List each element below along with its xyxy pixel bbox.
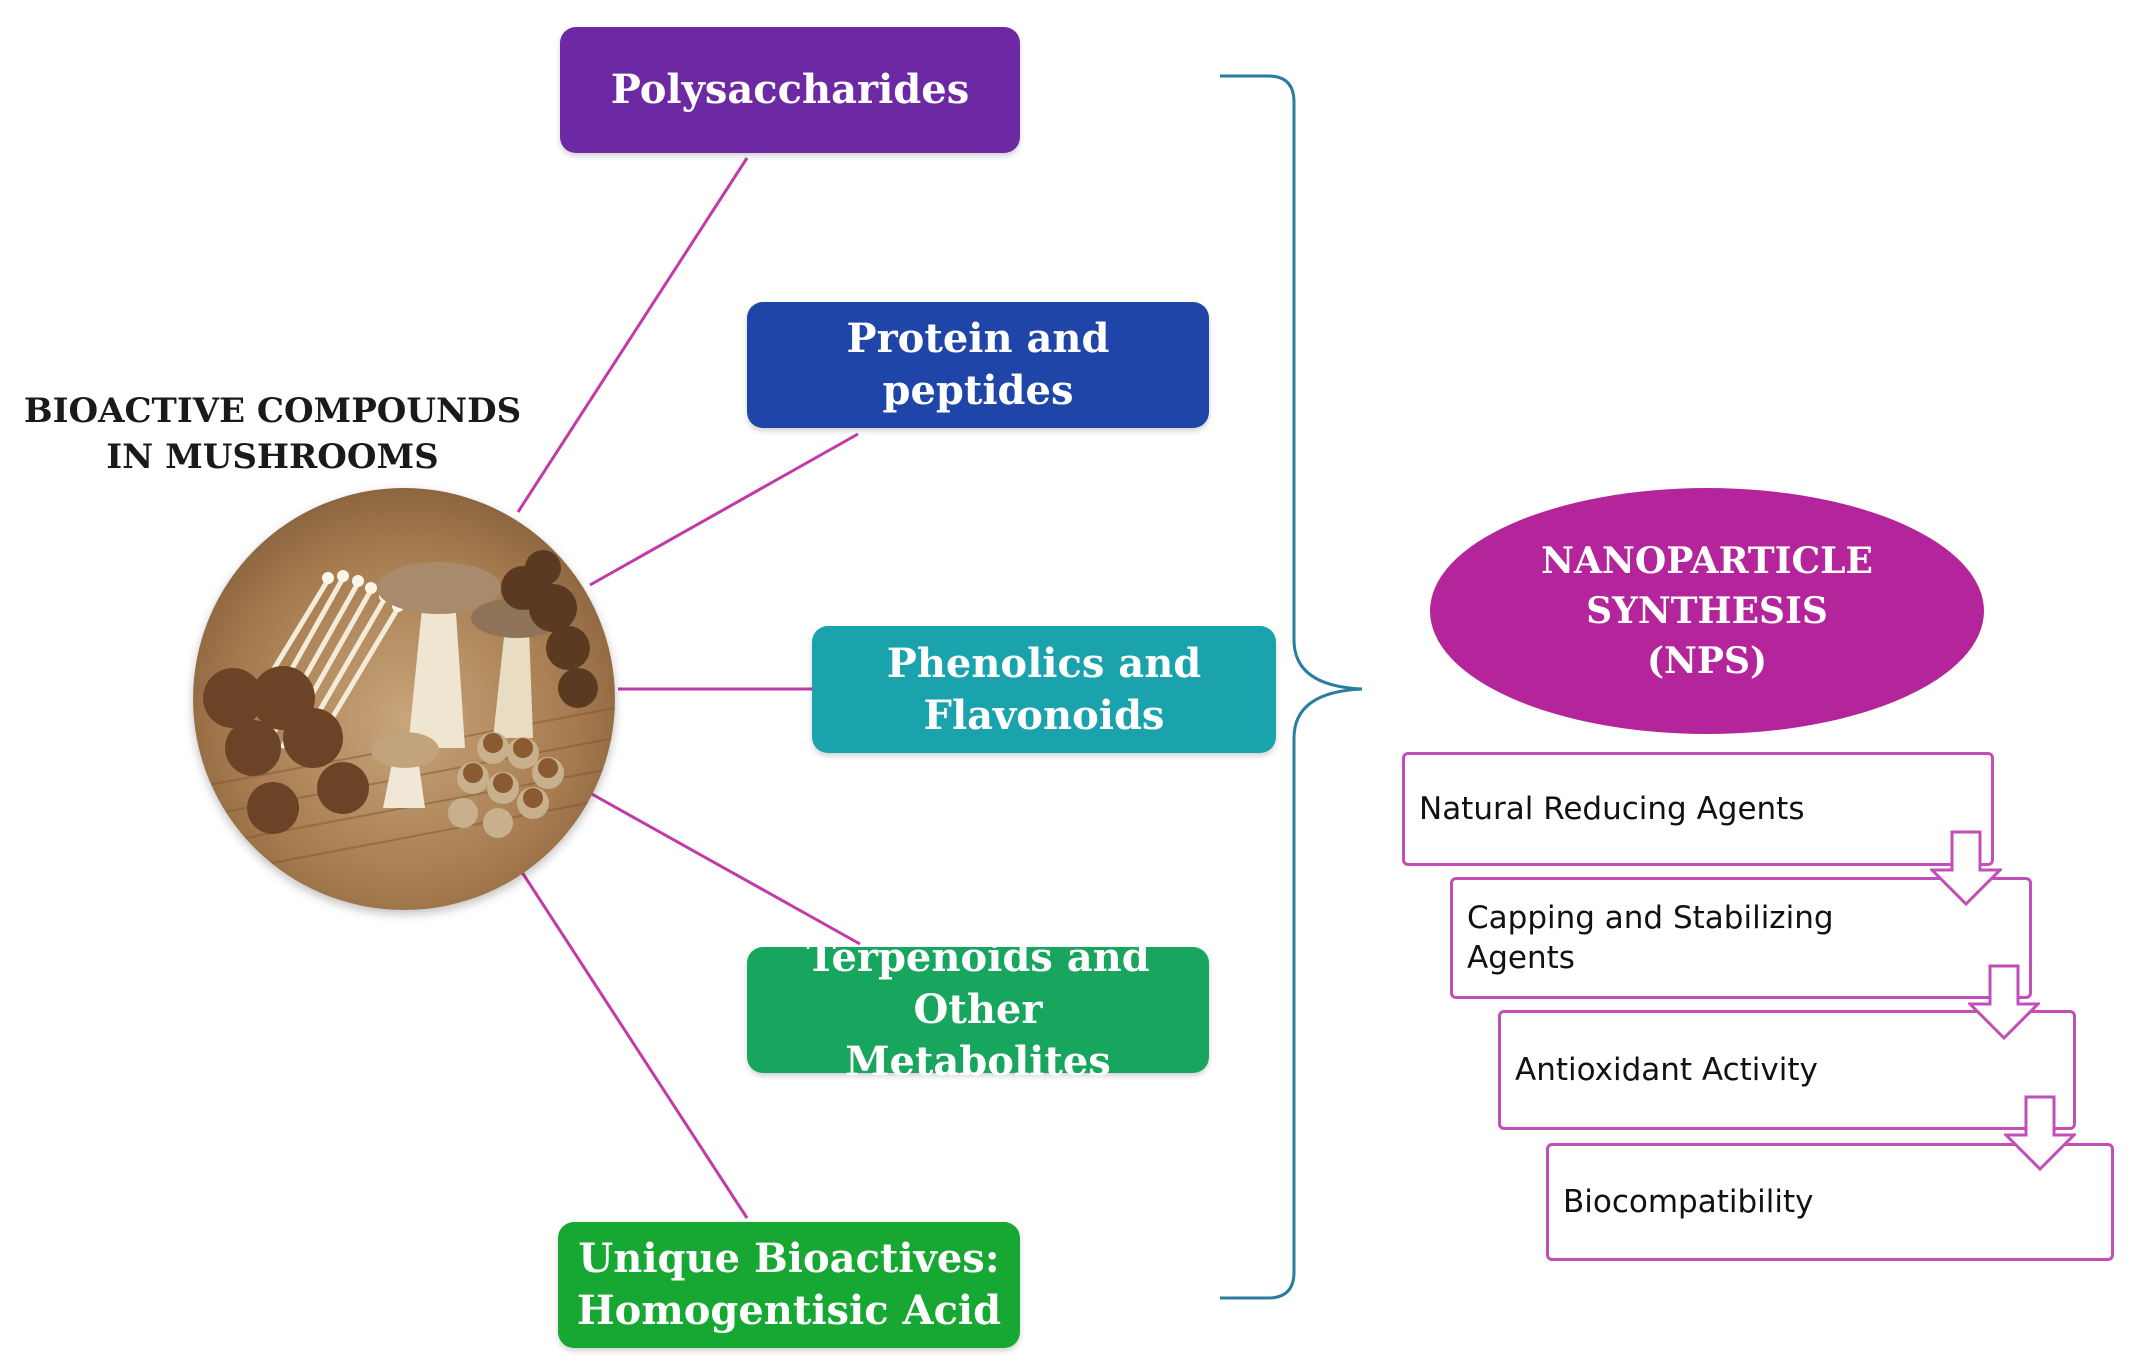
compound-label-line-2: Flavonoids [923,691,1165,739]
nps-line-1: NANOPARTICLE [1541,540,1873,582]
down-arrow-icon [2004,1095,2076,1171]
title-line-2: IN MUSHROOMS [106,437,439,477]
down-arrow-icon [1930,830,2002,906]
compound-terpenoids: Terpenoids and Other Metabolites [747,934,1209,1085]
step-label: Natural Reducing Agents [1419,791,1805,827]
step-biocompatibility: Biocompatibility [1546,1143,2114,1261]
compound-label: Protein and peptides [846,315,1110,414]
compound-unique-bioactives: Unique Bioactives: Homogentisic Acid [558,1222,1020,1348]
nps-ellipse: NANOPARTICLE SYNTHESIS (NPS) [1430,488,1984,734]
compound-protein-peptides: Protein and peptides [747,302,1209,428]
compound-label: Polysaccharides [610,66,970,113]
compound-polysaccharides: Polysaccharides [560,27,1020,153]
down-arrow-icon [1968,964,2040,1040]
step-label: Biocompatibility [1563,1184,1814,1220]
curly-brace [1220,74,1363,1300]
connector-polysaccharides [516,157,749,513]
diagram-title: BIOACTIVE COMPOUNDS IN MUSHROOMS [0,388,545,480]
nps-line-3: (NPS) [1646,640,1768,682]
step-label-line-2: Agents [1467,940,1575,976]
mushroom-illustration [193,550,615,879]
step-capping-stabilizing: Capping and Stabilizing Agents [1450,877,2032,999]
title-line-1: BIOACTIVE COMPOUNDS [23,391,522,431]
compound-phenolics-flavonoids: Phenolics and Flavonoids [812,626,1276,753]
step-label-line-1: Capping and Stabilizing [1467,900,1834,936]
nps-line-2: SYNTHESIS [1586,590,1828,632]
step-natural-reducing-agents: Natural Reducing Agents [1402,752,1994,866]
connector-unique-bioactives [516,865,749,1219]
connector-protein [589,432,859,587]
step-label: Antioxidant Activity [1515,1052,1818,1088]
compound-label-line-2: Metabolites [845,1038,1111,1085]
compound-label-line-1: Phenolics and [886,639,1202,687]
compound-label-line-2: Homogentisic Acid [576,1287,1002,1334]
connector-terpenoids [589,791,861,946]
step-antioxidant-activity: Antioxidant Activity [1498,1010,2076,1130]
compound-label-line-1: Unique Bioactives: [578,1235,1000,1282]
compound-label-line-1: Terpenoids and Other [806,934,1150,1033]
mushroom-photo [193,488,615,910]
